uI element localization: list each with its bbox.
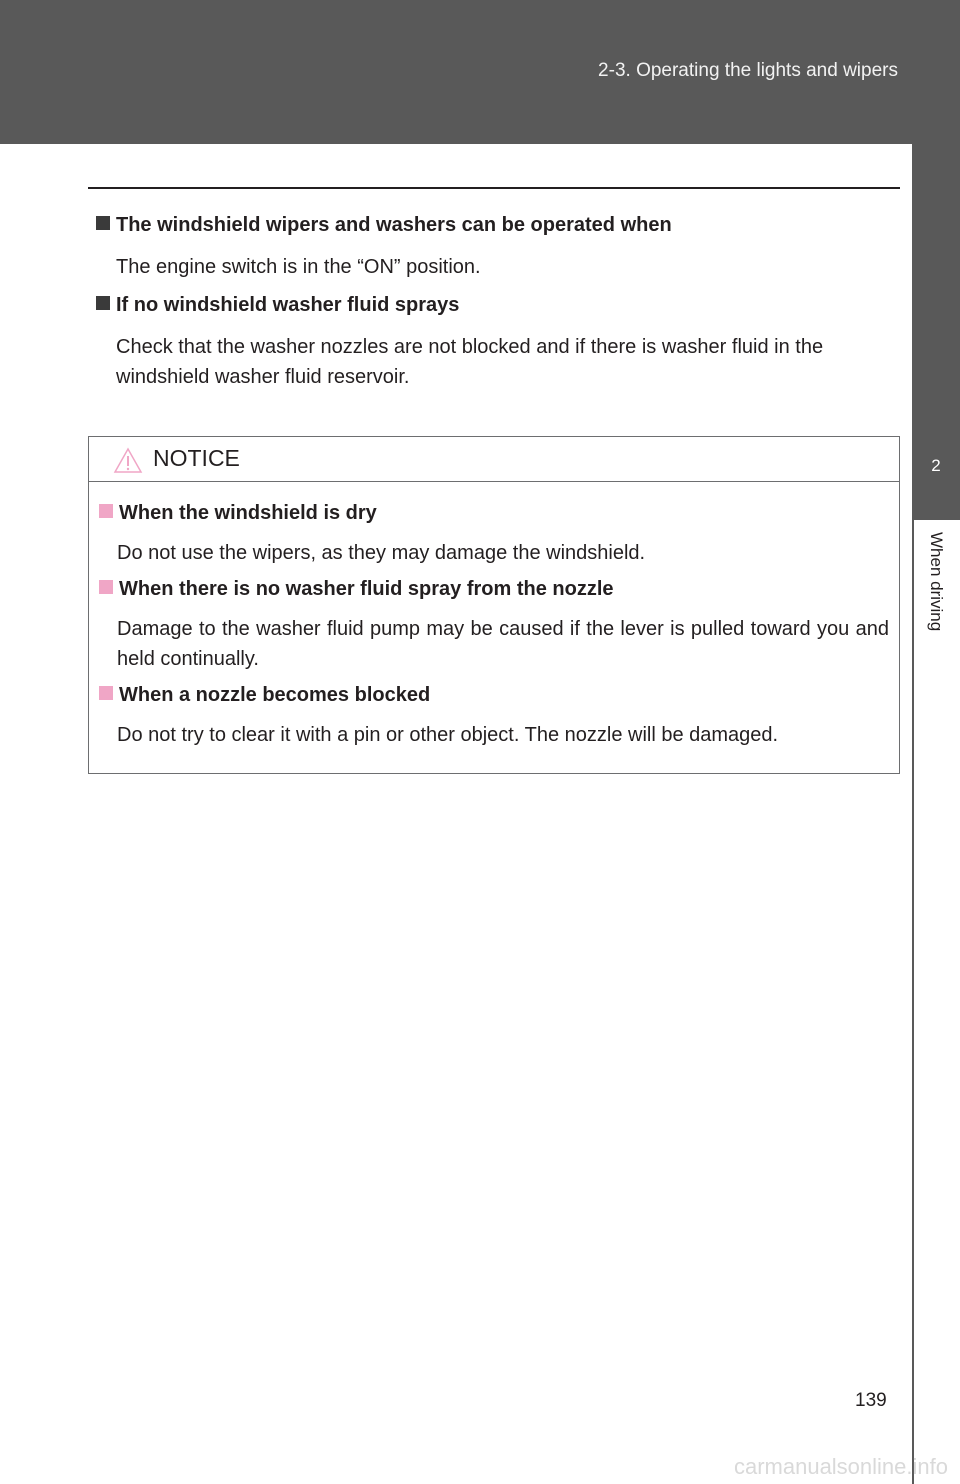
notice-text: Damage to the washer fluid pump may be c…: [117, 618, 889, 670]
section-item: The windshield wipers and washers can be…: [96, 212, 896, 282]
main-content: The windshield wipers and washers can be…: [96, 212, 896, 402]
watermark: carmanualsonline.info: [733, 1454, 948, 1479]
page-number: 139: [855, 1390, 887, 1411]
section-heading: The windshield wipers and washers can be…: [116, 214, 672, 236]
square-bullet-icon: [99, 504, 113, 518]
square-bullet-icon: [99, 580, 113, 594]
section-title: 2-3. Operating the lights and wipers: [598, 60, 898, 81]
square-bullet-icon: [96, 216, 110, 230]
square-bullet-icon: [96, 296, 110, 310]
side-tab-bar: [912, 144, 960, 416]
notice-text: Do not use the wipers, as they may damag…: [117, 542, 646, 564]
notice-text: Do not try to clear it with a pin or oth…: [117, 724, 779, 746]
chapter-label: When driving: [927, 532, 946, 632]
notice-box: NOTICE When the windshield is dry Do not…: [88, 436, 900, 774]
page-header: 2-3. Operating the lights and wipers: [0, 0, 960, 144]
notice-title: NOTICE: [153, 445, 240, 471]
warning-triangle-icon: [113, 447, 143, 473]
notice-item: When a nozzle becomes blocked Do not try…: [99, 682, 889, 750]
chapter-number: 2: [912, 416, 960, 520]
notice-item: When the windshield is dry Do not use th…: [99, 500, 889, 568]
notice-heading: When a nozzle becomes blocked: [119, 684, 431, 706]
notice-body: When the windshield is dry Do not use th…: [89, 482, 899, 750]
section-text: The engine switch is in the “ON” positio…: [116, 256, 481, 278]
section-heading: If no windshield washer fluid sprays: [116, 294, 460, 316]
section-text: Check that the washer nozzles are not bl…: [116, 336, 824, 388]
notice-heading: When the windshield is dry: [119, 502, 377, 524]
section-item: If no windshield washer fluid sprays Che…: [96, 292, 896, 392]
notice-header: NOTICE: [89, 437, 899, 482]
notice-heading: When there is no washer fluid spray from…: [119, 578, 614, 600]
square-bullet-icon: [99, 686, 113, 700]
divider-rule: [88, 187, 900, 189]
side-tab-label-box: [912, 520, 960, 1484]
notice-item: When there is no washer fluid spray from…: [99, 576, 889, 674]
